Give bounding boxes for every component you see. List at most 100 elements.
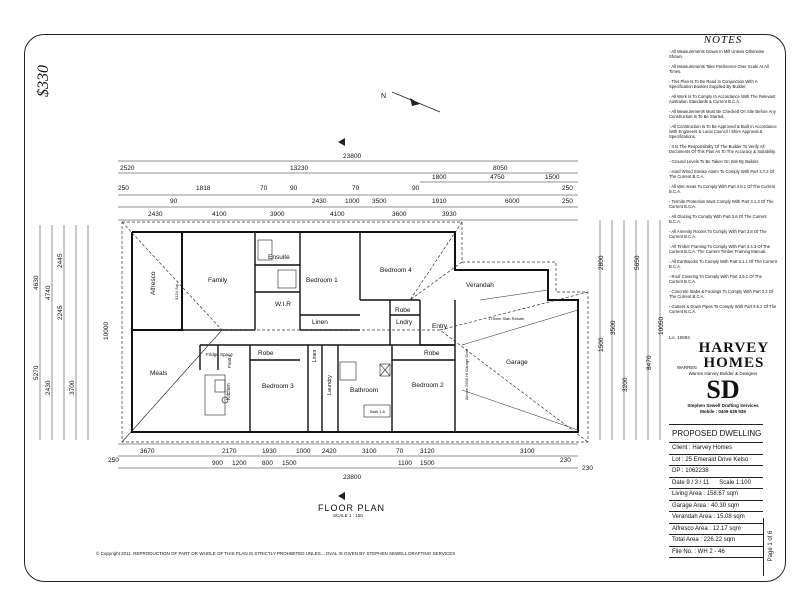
note-item: - All Measurements Drawn In Mill Unless …: [669, 49, 765, 59]
room-meals: Meals: [150, 370, 168, 377]
dim-top-90: 90: [290, 185, 298, 192]
dim-right-10050: 10050: [658, 317, 665, 335]
dim-top-3900: 3900: [270, 211, 285, 218]
dim-bot-3670: 3670: [140, 448, 155, 455]
dim-left-4630: 4630: [33, 275, 40, 290]
bath-label: Bath 1.6: [370, 409, 386, 414]
dim-bot-3120: 3120: [420, 448, 435, 455]
dim-top-1818: 1818: [196, 185, 211, 192]
dim-top-3600: 3600: [392, 211, 407, 218]
dim-bot-1000: 1000: [296, 448, 311, 455]
licence-number: Lic. 10693: [669, 335, 690, 340]
garage-area: Garage Area : 40.30 sqm: [669, 501, 763, 512]
logo-sd: SD: [706, 375, 740, 404]
dim-top-4100: 4100: [212, 211, 227, 218]
dim-bot-250: 250: [108, 457, 119, 464]
page-number-box: Page 1 of 6: [763, 518, 778, 576]
dim-top-4750: 4750: [490, 174, 505, 181]
dim-top-250c: 250: [562, 198, 573, 205]
dim-left-10000: 10000: [103, 322, 110, 340]
garage-note: Alcove 2600 Hi Garage Door: [464, 348, 469, 400]
date-scale-row: Date 9 / 3 / 11 Scale 1:100: [669, 478, 763, 489]
note-item: - Roof Covering To Comply With Part 3.5.…: [669, 274, 762, 284]
total-area: Total Area : 226.22 sqm: [669, 535, 763, 547]
notes-title: NOTES: [703, 34, 743, 46]
alfresco-size: 3124 Sq/...: [174, 281, 179, 300]
dim-bot-1500b: 1500: [420, 460, 435, 467]
dim-bot-1500: 1500: [282, 460, 297, 467]
logo-company: Stephen Sewell Drafting Services: [687, 403, 759, 408]
dim-left-2430: 2430: [45, 380, 52, 395]
dim-right-3200: 3200: [622, 377, 629, 392]
dim-right-2800: 2800: [598, 255, 605, 270]
title-block: PROPOSED DWELLING (1) Client : Harvey Ho…: [669, 424, 763, 558]
dim-bot-1200: 1200: [232, 460, 247, 467]
dim-overall-bottom: 23800: [343, 474, 361, 481]
dim-top-1500: 1500: [545, 174, 560, 181]
dim-top-90c: 90: [170, 198, 178, 205]
note-item: - All Glazing To Comply With Part 3.6 Of…: [669, 214, 767, 224]
dim-top-3500: 3500: [372, 198, 387, 205]
room-bedroom3: Bedroom 3: [262, 383, 294, 390]
note-item: - All Wet Areas To Comply With Part 3.8.…: [669, 184, 776, 194]
logo-homes: HOMES: [703, 355, 765, 371]
dim-bot-3100: 3100: [362, 448, 377, 455]
garage-hatch: [461, 289, 579, 431]
room-robe-bed4: Robe: [395, 307, 411, 314]
dim-top-2430b: 2430: [148, 211, 163, 218]
dim-top-6000: 6000: [505, 198, 520, 205]
dim-right-3500: 3500: [610, 320, 617, 335]
verandah-note: 175mm Slab Rebate: [488, 316, 525, 321]
dim-top-3930: 3930: [442, 211, 457, 218]
project-title: PROPOSED DWELLING (1): [669, 424, 763, 443]
lot: Lot : 25 Emerald Drive Kelso: [669, 455, 763, 466]
room-entry: Entry: [432, 323, 448, 330]
room-bedroom2: Bedroom 2: [412, 382, 444, 389]
dim-overall-top: 23800: [343, 153, 361, 160]
room-garage: Garage: [506, 359, 528, 366]
dim-bot-1930: 1930: [262, 448, 277, 455]
company-logo: Lic. 10693 WARREN HARVEY HOMES Warren Ha…: [669, 335, 777, 419]
dimension-lines: [39, 160, 661, 469]
dp-number: DP : 1062238: [669, 466, 763, 478]
note-item: - All Timber Framing To Comply With Part…: [669, 244, 771, 254]
room-pantry: Pantry: [227, 354, 232, 368]
logo-harvey-sub: Warren Harvey Builder & Designer: [688, 371, 758, 376]
room-linen-2: Linen: [312, 350, 318, 362]
dim-bot-800: 800: [262, 460, 273, 467]
note-item: - Ground Levels To Be Taken On Site By B…: [669, 159, 760, 164]
note-item: - All Earthworks To Comply With Part 3.1…: [669, 259, 777, 269]
dim-top-4100b: 4100: [330, 211, 345, 218]
note-item: - This Plan Is To Be Read In Conjunction…: [669, 79, 758, 89]
dim-bot-230b: 230: [582, 465, 593, 472]
dim-left-3700: 3700: [69, 380, 76, 395]
note-item: - Hard Wired Smoke Alarm To Comply With …: [669, 169, 775, 179]
room-verandah: Verandah: [466, 282, 494, 289]
note-item: - All Work Is To Comply In Accordance Wi…: [669, 94, 776, 104]
room-ensuite: Ensuite: [268, 254, 290, 261]
dim-bot-2420: 2420: [322, 448, 337, 455]
dim-right-5650: 5650: [634, 255, 641, 270]
dim-top-70b: 70: [352, 185, 360, 192]
logo-mobile: Mobile : 0409 635 939: [700, 409, 746, 414]
drawing-sheet-border: [24, 34, 786, 582]
room-robe-bed2: Robe: [424, 350, 440, 357]
note-item: - Termite Protection Must Comply With Pa…: [669, 199, 774, 209]
dim-top-2430: 2430: [312, 198, 327, 205]
room-laundry: Laundry: [327, 375, 333, 395]
north-label: N: [381, 93, 386, 100]
client: Client : Harvey Homes: [669, 443, 763, 455]
dim-bot-1100: 1100: [398, 460, 412, 467]
dim-bot-2170: 2170: [222, 448, 237, 455]
dim-bot-3100b: 3100: [520, 448, 535, 455]
dim-bot-900: 900: [212, 460, 223, 467]
room-robe-bed3: Robe: [258, 350, 274, 357]
dim-left-stack: 4630 4740 2445 2245 5270 2430 3700 10000: [33, 253, 110, 395]
fridge-space: Fridge Space: [206, 352, 233, 357]
dim-top-70: 70: [260, 185, 268, 192]
dim-top-1000: 1000: [345, 198, 360, 205]
roof-outline: [121, 221, 589, 443]
dim-top-250b: 250: [562, 185, 573, 192]
floor-plan-scale: SCALE 1 : 100: [333, 513, 363, 518]
